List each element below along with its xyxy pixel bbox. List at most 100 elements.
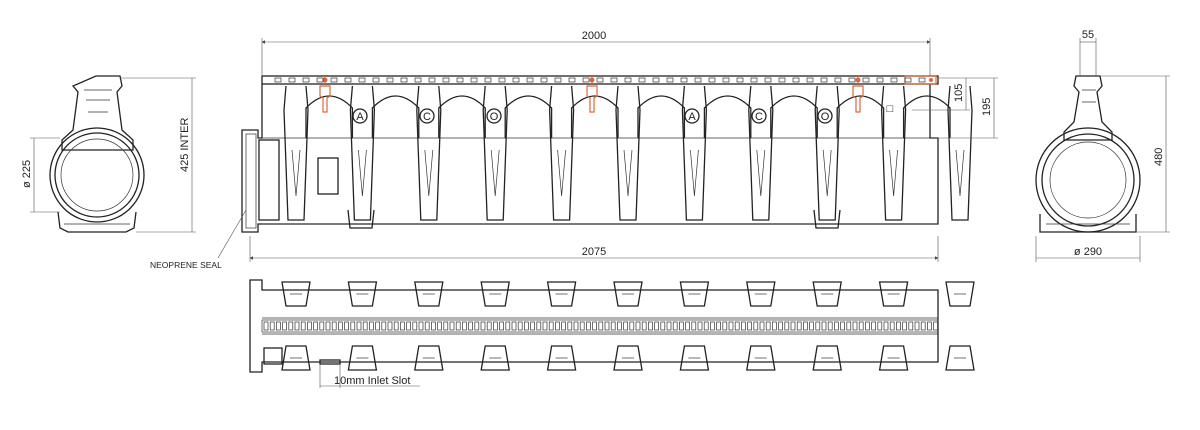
plan-slot [294,321,300,331]
rail-mark [820,77,828,83]
plan-slot [927,321,932,331]
marker-a: A [684,108,700,124]
plan-slot [858,321,864,331]
plan-slot [883,321,889,331]
svg-text:C: C [423,111,431,123]
plan-slot [834,321,839,331]
plan-slot [381,321,387,331]
pipe-diameter-label: ø 225 [21,160,33,188]
plan-clip [812,345,842,371]
rail-mark [568,77,576,83]
arch [836,95,885,138]
arch [371,95,420,138]
plan-slot [641,321,647,331]
plan-slot [338,321,343,331]
fin [748,85,774,221]
rail-mark [372,77,380,83]
plan-slot [579,321,585,331]
plan-slot [406,321,411,331]
fin [548,85,575,221]
svg-text:A: A [688,111,696,123]
rail-mark [442,77,450,83]
plan-slot [517,321,523,331]
plan-slot [691,321,697,331]
plan-slot [592,321,597,331]
arch [637,95,686,138]
plan-slot [474,321,480,331]
rail-marks [274,77,926,83]
overall-length-label: 2075 [582,246,606,258]
rail-mark [358,77,366,83]
plan-slot [685,321,690,331]
fin-detail [955,149,965,197]
plan-slot [331,321,337,331]
plan-slot [635,321,641,331]
plan-clip [812,281,842,307]
plan-clip [878,281,909,307]
arches [305,95,951,138]
fin-detail [623,149,633,197]
plan-slot [778,321,783,331]
plan-slot [703,321,709,331]
rail-mark [512,77,520,83]
plan-slot [586,321,591,331]
orange-hangers [319,75,937,113]
rail-mark [918,77,926,83]
rail-mark [764,77,772,83]
rail-mark [834,77,842,83]
plan-slot [672,321,678,331]
rail-mark [806,77,814,83]
plan-clip [480,345,510,371]
plan-slot [877,321,883,331]
rail-mark [610,77,618,83]
plan-slot [765,321,771,331]
rail-mark [904,77,912,83]
plan-slot [449,321,455,331]
plan-slot [548,321,554,331]
marker-o: O [486,108,502,124]
plan-slot [753,321,759,331]
plan-clip [414,345,444,371]
plan-slot [412,321,418,331]
rail-mark [708,77,716,83]
end-height-label: 480 [1153,148,1165,166]
plan-slot [865,321,870,331]
svg-text:A: A [356,111,364,123]
rail-mark [386,77,394,83]
end-diameter-label: ø 290 [1074,246,1102,258]
plan-slot [493,321,498,331]
plan-slot [734,321,740,331]
fin-detail [756,149,766,197]
plan-slot [747,321,752,331]
plan-slot [722,321,728,331]
plan-clip [281,281,311,307]
rail-mark [540,77,548,83]
plan-slot [821,321,827,331]
plan-slot [269,321,275,331]
plan-slot [387,321,393,331]
plan-slot [623,321,628,331]
plan-slot [437,321,442,331]
fin [283,85,309,221]
plan-slot [542,321,548,331]
plan-slot [369,321,374,331]
plan-slot [902,321,907,331]
plan-clip [347,345,378,371]
plan-slot [846,321,852,331]
fin-detail [690,149,699,197]
plan-slot [679,321,684,331]
arch [770,95,818,138]
plan-slot [648,321,653,331]
plan-slot [759,321,765,331]
side-view [217,38,998,262]
plan-slot [313,321,318,331]
plan-clip [679,281,710,307]
plan-slot [598,321,604,331]
plan-slot [356,321,362,331]
plan-slot [282,321,287,331]
plan-slot [796,321,802,331]
plan-slot [896,321,901,331]
plan-slot [728,321,734,331]
fin [880,85,907,221]
plan-slot [468,321,473,331]
